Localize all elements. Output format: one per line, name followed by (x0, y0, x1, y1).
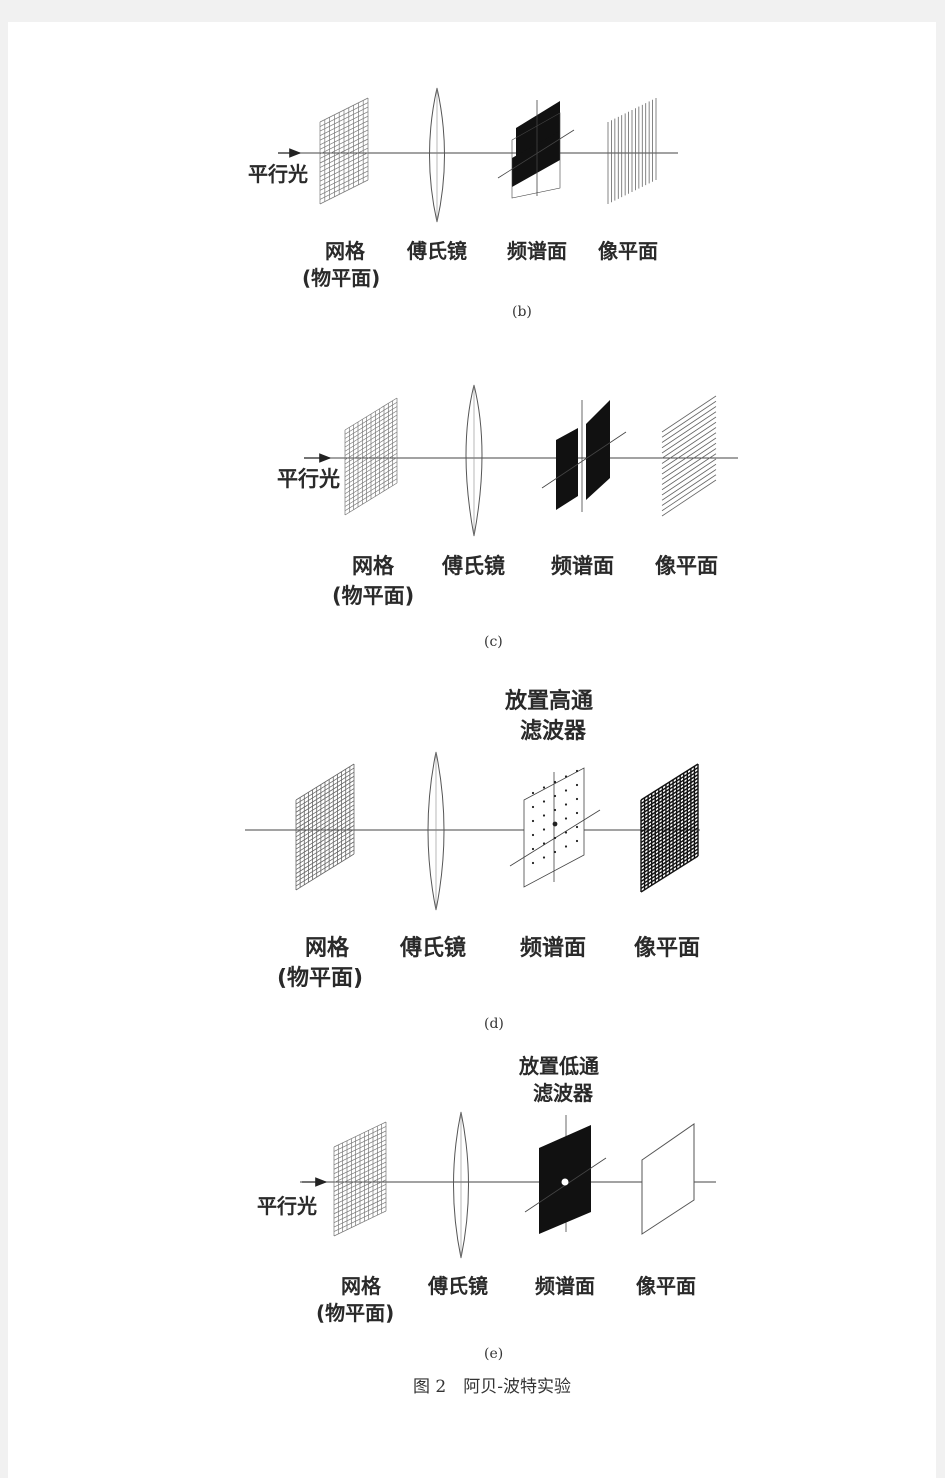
image-plane-label: 像平面 (636, 1274, 696, 1298)
image-plane-blank (641, 1123, 695, 1235)
spectrum-plane-filter (541, 400, 627, 512)
object-grid (344, 397, 398, 516)
spectrum-plane-filter (497, 100, 575, 199)
image-plane-label: 像平面 (634, 936, 701, 961)
parallel-light-label: 平行光 (277, 467, 340, 491)
object-plane-label: (物平面) (316, 1301, 395, 1325)
spectrum-plane-label: 频谱面 (535, 1274, 595, 1298)
fourier-lens-label: 傅氏镜 (442, 554, 505, 578)
lowpass-filter-title: 放置低通 (519, 1054, 599, 1078)
lowpass-filter-subtitle: 滤波器 (533, 1081, 593, 1105)
spectrum-plane-label: 频谱面 (507, 239, 567, 263)
highpass-filter-title: 放置高通 (505, 689, 594, 714)
grid-label: 网格 (325, 239, 365, 263)
parallel-light-label: 平行光 (248, 162, 308, 186)
figure-title: 图 2 阿贝-波特实验 (413, 1377, 571, 1397)
object-grid (295, 763, 355, 891)
fourier-lens-label: 傅氏镜 (428, 1274, 488, 1298)
pinhole (561, 1178, 569, 1186)
caption-b: (b) (512, 304, 532, 320)
object-grid (333, 1121, 387, 1237)
grid-label: 网格 (305, 936, 350, 961)
fourier-lens-label: 傅氏镜 (400, 936, 467, 961)
object-plane-label: (物平面) (332, 584, 415, 608)
figure-b (278, 87, 678, 223)
figure-c (304, 384, 738, 537)
figure-d (245, 751, 700, 911)
object-plane-label: (物平面) (277, 966, 364, 991)
object-plane-label: (物平面) (302, 266, 381, 290)
object-grid (319, 97, 369, 205)
parallel-light-label: 平行光 (257, 1194, 317, 1218)
figure-e (300, 1111, 716, 1259)
image-plane-label: 像平面 (655, 554, 718, 578)
caption-e: (e) (484, 1346, 504, 1362)
fourier-lens-label: 傅氏镜 (407, 239, 467, 263)
grid-label: 网格 (341, 1274, 381, 1298)
grid-label: 网格 (352, 554, 394, 578)
spectrum-plane-label: 频谱面 (551, 554, 614, 578)
spectrum-plane-label: 频谱面 (520, 936, 587, 961)
image-plane-pattern (640, 763, 699, 893)
document-page (8, 22, 936, 1478)
spectrum-plane-highpass (509, 767, 601, 888)
spectrum-plane-lowpass (524, 1115, 607, 1234)
image-plane-label: 像平面 (598, 239, 658, 263)
caption-d: (d) (484, 1016, 504, 1032)
image-plane-pattern (661, 395, 717, 517)
caption-c: (c) (484, 634, 503, 650)
image-plane-pattern (607, 98, 657, 204)
highpass-filter-subtitle: 滤波器 (520, 719, 587, 744)
